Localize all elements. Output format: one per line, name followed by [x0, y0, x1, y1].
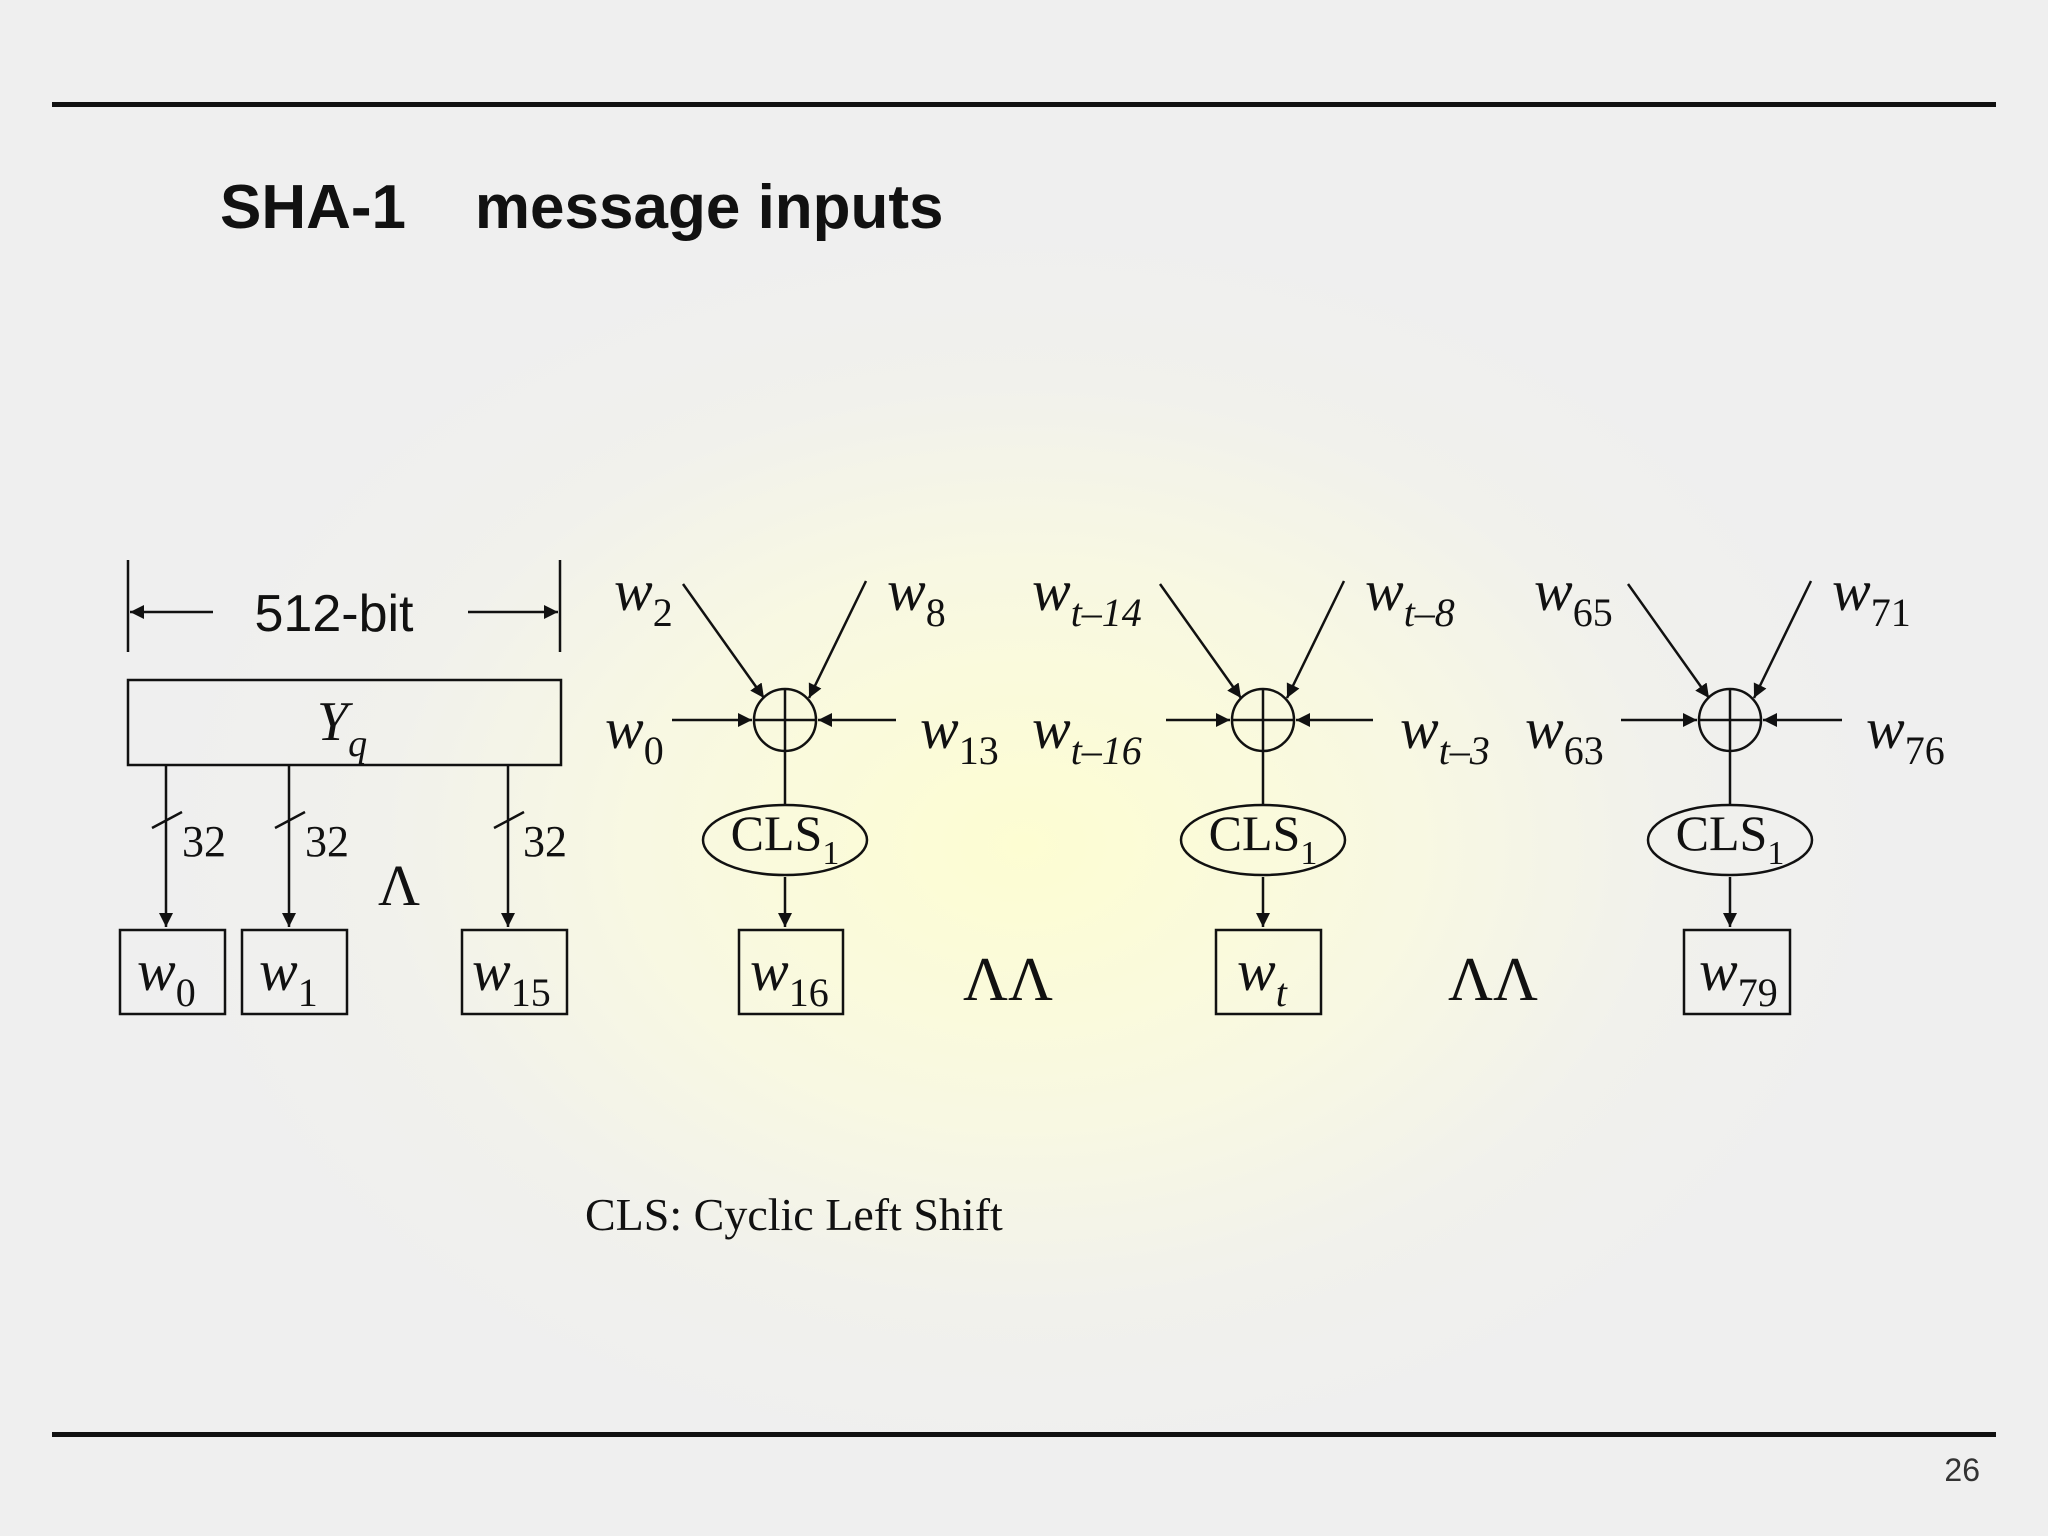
- bottom-rule: [52, 1432, 1996, 1437]
- message-block-box: [126, 678, 563, 767]
- input-right: w13: [920, 696, 999, 773]
- message-block-label: Yq: [317, 691, 367, 765]
- word-box-label: w1: [259, 938, 318, 1015]
- ellipsis-cells: ΛΛ: [1448, 946, 1538, 1014]
- output-word-label: wt: [1237, 938, 1288, 1015]
- output-word-box: [1214, 928, 1323, 1016]
- top-rule: [52, 102, 1996, 107]
- bus-width-label: 32: [305, 817, 349, 866]
- output-word-box: [737, 928, 845, 1016]
- cls-op-ellipse: [1646, 803, 1814, 877]
- xor-cell-w79: w65 w71 w63 w76 CLS1 w79: [1525, 558, 1945, 1016]
- bus-lines: [151, 765, 525, 927]
- bus-width-label: 32: [182, 817, 226, 866]
- legend-text: CLS: Cyclic Left Shift: [585, 1189, 1003, 1240]
- input-right: w76: [1866, 696, 1945, 773]
- cls-op-label: CLS1: [1676, 805, 1785, 872]
- output-word-label: w79: [1699, 938, 1778, 1015]
- input-left: w0: [605, 696, 664, 773]
- cls-op-ellipse: [701, 803, 869, 877]
- block-width-indicator: [126, 560, 562, 652]
- slide-title: SHA-1 message inputs: [220, 173, 944, 242]
- cls-op-label: CLS1: [731, 805, 840, 872]
- input-right: wt–3: [1400, 696, 1490, 773]
- input-top-right: w71: [1832, 558, 1911, 635]
- output-word-label: w16: [750, 938, 829, 1015]
- word-box-label: w0: [137, 938, 196, 1015]
- page-number: 26: [1944, 1452, 1980, 1488]
- ellipsis-cells: ΛΛ: [963, 946, 1053, 1014]
- input-left: wt–16: [1032, 696, 1142, 773]
- output-word-box: [1682, 928, 1792, 1016]
- input-left: w63: [1525, 696, 1604, 773]
- first-word-boxes: [118, 928, 569, 1016]
- cls-op-label: CLS1: [1209, 805, 1318, 872]
- block-width-label: 512-bit: [255, 585, 415, 643]
- input-top-left: w2: [614, 558, 673, 635]
- input-top-left: w65: [1534, 558, 1613, 635]
- ellipsis-words: Λ: [378, 853, 420, 918]
- input-top-right: w8: [887, 558, 946, 635]
- input-top-right: wt–8: [1365, 558, 1455, 635]
- xor-cell-w16: w2 w8 w0 w13 CLS1 w16: [605, 558, 999, 1016]
- word-box-label: w15: [472, 938, 551, 1015]
- bus-width-label: 32: [523, 817, 567, 866]
- input-top-left: wt–14: [1032, 558, 1142, 635]
- xor-cell-wt: wt–14 wt–8 wt–16 wt–3 CLS1 wt: [1032, 558, 1490, 1016]
- cls-op-ellipse: [1179, 803, 1347, 877]
